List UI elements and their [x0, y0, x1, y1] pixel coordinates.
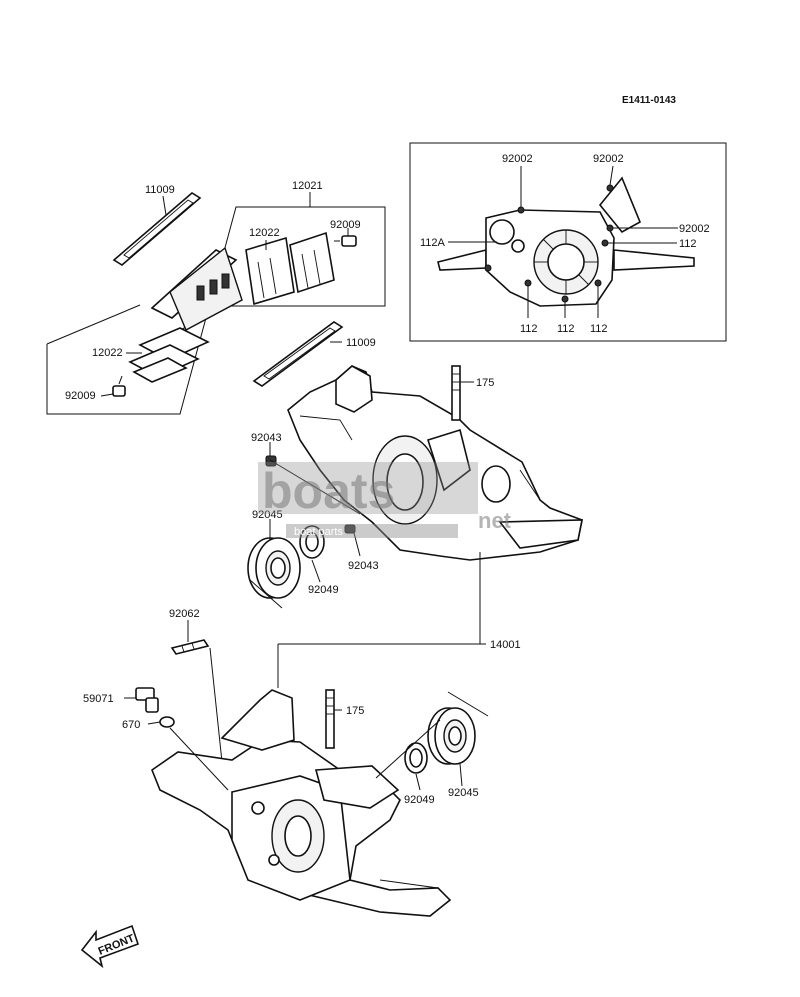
- label-112-bottom-right: 112: [590, 323, 608, 335]
- crank-seal-lower: [404, 742, 428, 774]
- inset-arm-right: [613, 249, 695, 271]
- label-112-right: 112: [679, 238, 697, 250]
- inset-frame: [409, 142, 727, 342]
- label-92009-lower: 92009: [65, 390, 96, 402]
- watermark-suffix: net: [478, 508, 512, 533]
- dowel-lower: [344, 524, 356, 534]
- crank-bearing-upper: [247, 537, 301, 599]
- label-175-upper: 175: [476, 377, 494, 389]
- label-175-lower: 175: [346, 705, 364, 717]
- crankcase-assembly-bracket: 14001: [277, 639, 521, 688]
- label-12021: 12021: [292, 180, 323, 192]
- label-92045-upper: 92045: [252, 509, 283, 521]
- label-92043-lower: 92043: [348, 560, 379, 572]
- inset-bracket: [598, 176, 642, 234]
- stud-upper: [451, 365, 461, 421]
- crank-bearing-lower: [427, 707, 476, 765]
- diagram-code: E1411-0143: [622, 95, 676, 106]
- label-11009-lower: 11009: [346, 337, 376, 349]
- stud-92062: 92062: [169, 608, 223, 763]
- label-92009-upper: 92009: [330, 219, 361, 231]
- stud-lower: [325, 689, 335, 749]
- front-arrow: FRONT: [80, 924, 140, 969]
- lower-case-tower: [220, 689, 295, 751]
- label-14001: 14001: [490, 639, 521, 651]
- reed-gasket-upper: [112, 192, 202, 266]
- reed-valve-group: 11009 12021 12022 92009 12022 92009 1100…: [46, 180, 386, 415]
- group-outline-edge: [46, 304, 141, 345]
- screw-lower: [112, 375, 126, 397]
- label-92002-a: 92002: [502, 153, 533, 165]
- lower-crankcase: 175 59071 670 92049 92045: [83, 687, 489, 917]
- reed-petal-lower: [128, 327, 210, 383]
- upper-crankcase: 175 92043 92045 92043 92049: [247, 365, 583, 644]
- reed-valve-block: [150, 246, 243, 331]
- label-92049-lower: 92049: [404, 794, 435, 806]
- o-ring-670: [159, 716, 175, 728]
- label-92062: 92062: [169, 608, 200, 620]
- watermark: boats net boat parts: [258, 462, 512, 538]
- inset-arm-left: [437, 248, 487, 271]
- label-92043-upper: 92043: [251, 432, 282, 444]
- label-92002-b: 92002: [593, 153, 624, 165]
- reed-gasket-lower: [252, 321, 344, 387]
- label-11009-upper: 11009: [145, 184, 175, 196]
- label-12022-lower: 12022: [92, 347, 123, 359]
- inset-boss: [489, 219, 515, 245]
- upper-case-tower: [335, 365, 373, 413]
- label-92045-lower: 92045: [448, 787, 479, 799]
- watermark-tagline: boat parts: [294, 526, 343, 538]
- screw-upper: [334, 235, 357, 247]
- front-arrow-icon: [80, 924, 140, 969]
- watermark-brand: boats: [262, 463, 395, 519]
- label-670: 670: [122, 719, 140, 731]
- label-92002-c: 92002: [679, 223, 710, 235]
- label-92049-upper: 92049: [308, 584, 339, 596]
- inset-view: 92002 92002 92002 112A 112 112 112 112: [409, 142, 727, 342]
- crank-seal-upper: [299, 525, 325, 559]
- reed-petal-upper: [245, 231, 335, 306]
- fitting-59071: [135, 687, 159, 713]
- label-12022-upper: 12022: [249, 227, 280, 239]
- label-112-left: 112: [520, 323, 538, 335]
- label-112-center: 112: [557, 323, 575, 335]
- label-112A: 112A: [420, 237, 446, 249]
- label-59071: 59071: [83, 693, 114, 705]
